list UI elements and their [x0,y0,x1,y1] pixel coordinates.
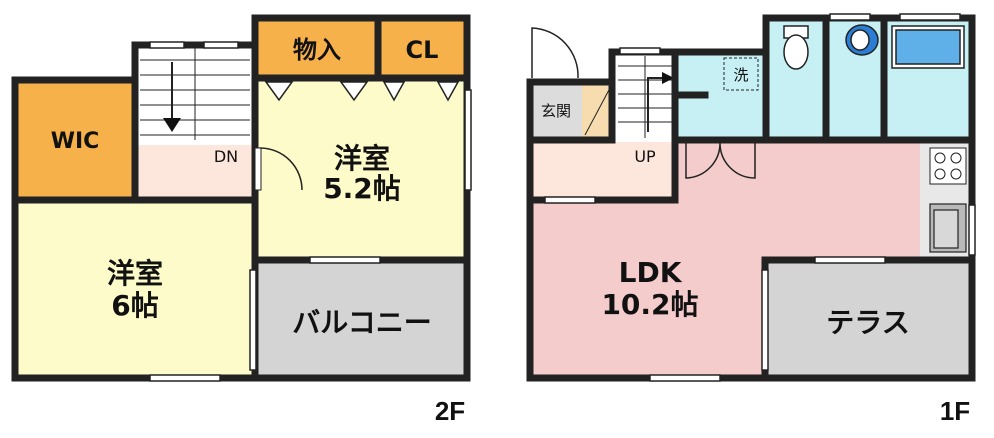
western-room-52 [258,76,465,260]
wash-basin-fixture [845,24,879,56]
stair-treads-2f [140,48,250,140]
stairs-up-label: UP [634,147,656,166]
balcony-label: バルコニー [292,306,431,339]
entrance-door-swing [531,27,579,79]
ldk-size: 10.2帖 [601,288,698,321]
sink-fixture [929,203,967,253]
entrance [530,82,582,140]
down-arrow-icon [163,118,181,132]
hall-1f [530,140,675,200]
closet-room [380,20,465,76]
entrance-step-hatch [584,87,611,136]
entrance-label: 玄関 [541,102,571,120]
washer-space [723,57,759,91]
western-room-6 [15,200,255,380]
door-swing-2f [259,147,303,191]
door-2f [254,147,262,191]
closet-label: CL [406,36,439,64]
wic-label: WIC [51,129,100,154]
windows-2f [149,41,472,382]
floor-1f-plan: 玄関 洗 UP LDK 10.2帖 テラス 1F [526,13,976,426]
room-6-name: 洋室 [107,257,163,290]
bathtub-fixture [891,25,965,69]
room-6-size: 6帖 [111,289,158,322]
terrace [767,260,970,378]
up-arrow-icon [662,72,674,84]
ldk-room [530,140,920,378]
ldk-door-swing [685,142,756,179]
floor-2f-plan: WIC 物入 CL DN 洋室 5.2帖 洋室 6帖 バルコニー 2F [11,14,472,426]
room-52-size: 5.2帖 [323,172,401,205]
stairs-dn-label: DN [214,147,238,166]
storage-room [258,20,376,76]
storage-label: 物入 [293,36,341,64]
closet-doors-2f [264,81,460,102]
floor-2f-label: 2F [435,396,465,426]
toilet-fixture [783,25,809,70]
terrace-label: テラス [826,306,909,339]
balcony [258,262,465,380]
windows-1f [544,13,976,382]
washer-label: 洗 [733,66,748,84]
stove-fixture [929,147,967,185]
stair-hall-2f [135,145,255,200]
floor-1f-label: 1F [940,396,970,426]
room-52-name: 洋室 [334,142,390,175]
wic-room [15,80,135,200]
ldk-name: LDK [619,256,683,289]
